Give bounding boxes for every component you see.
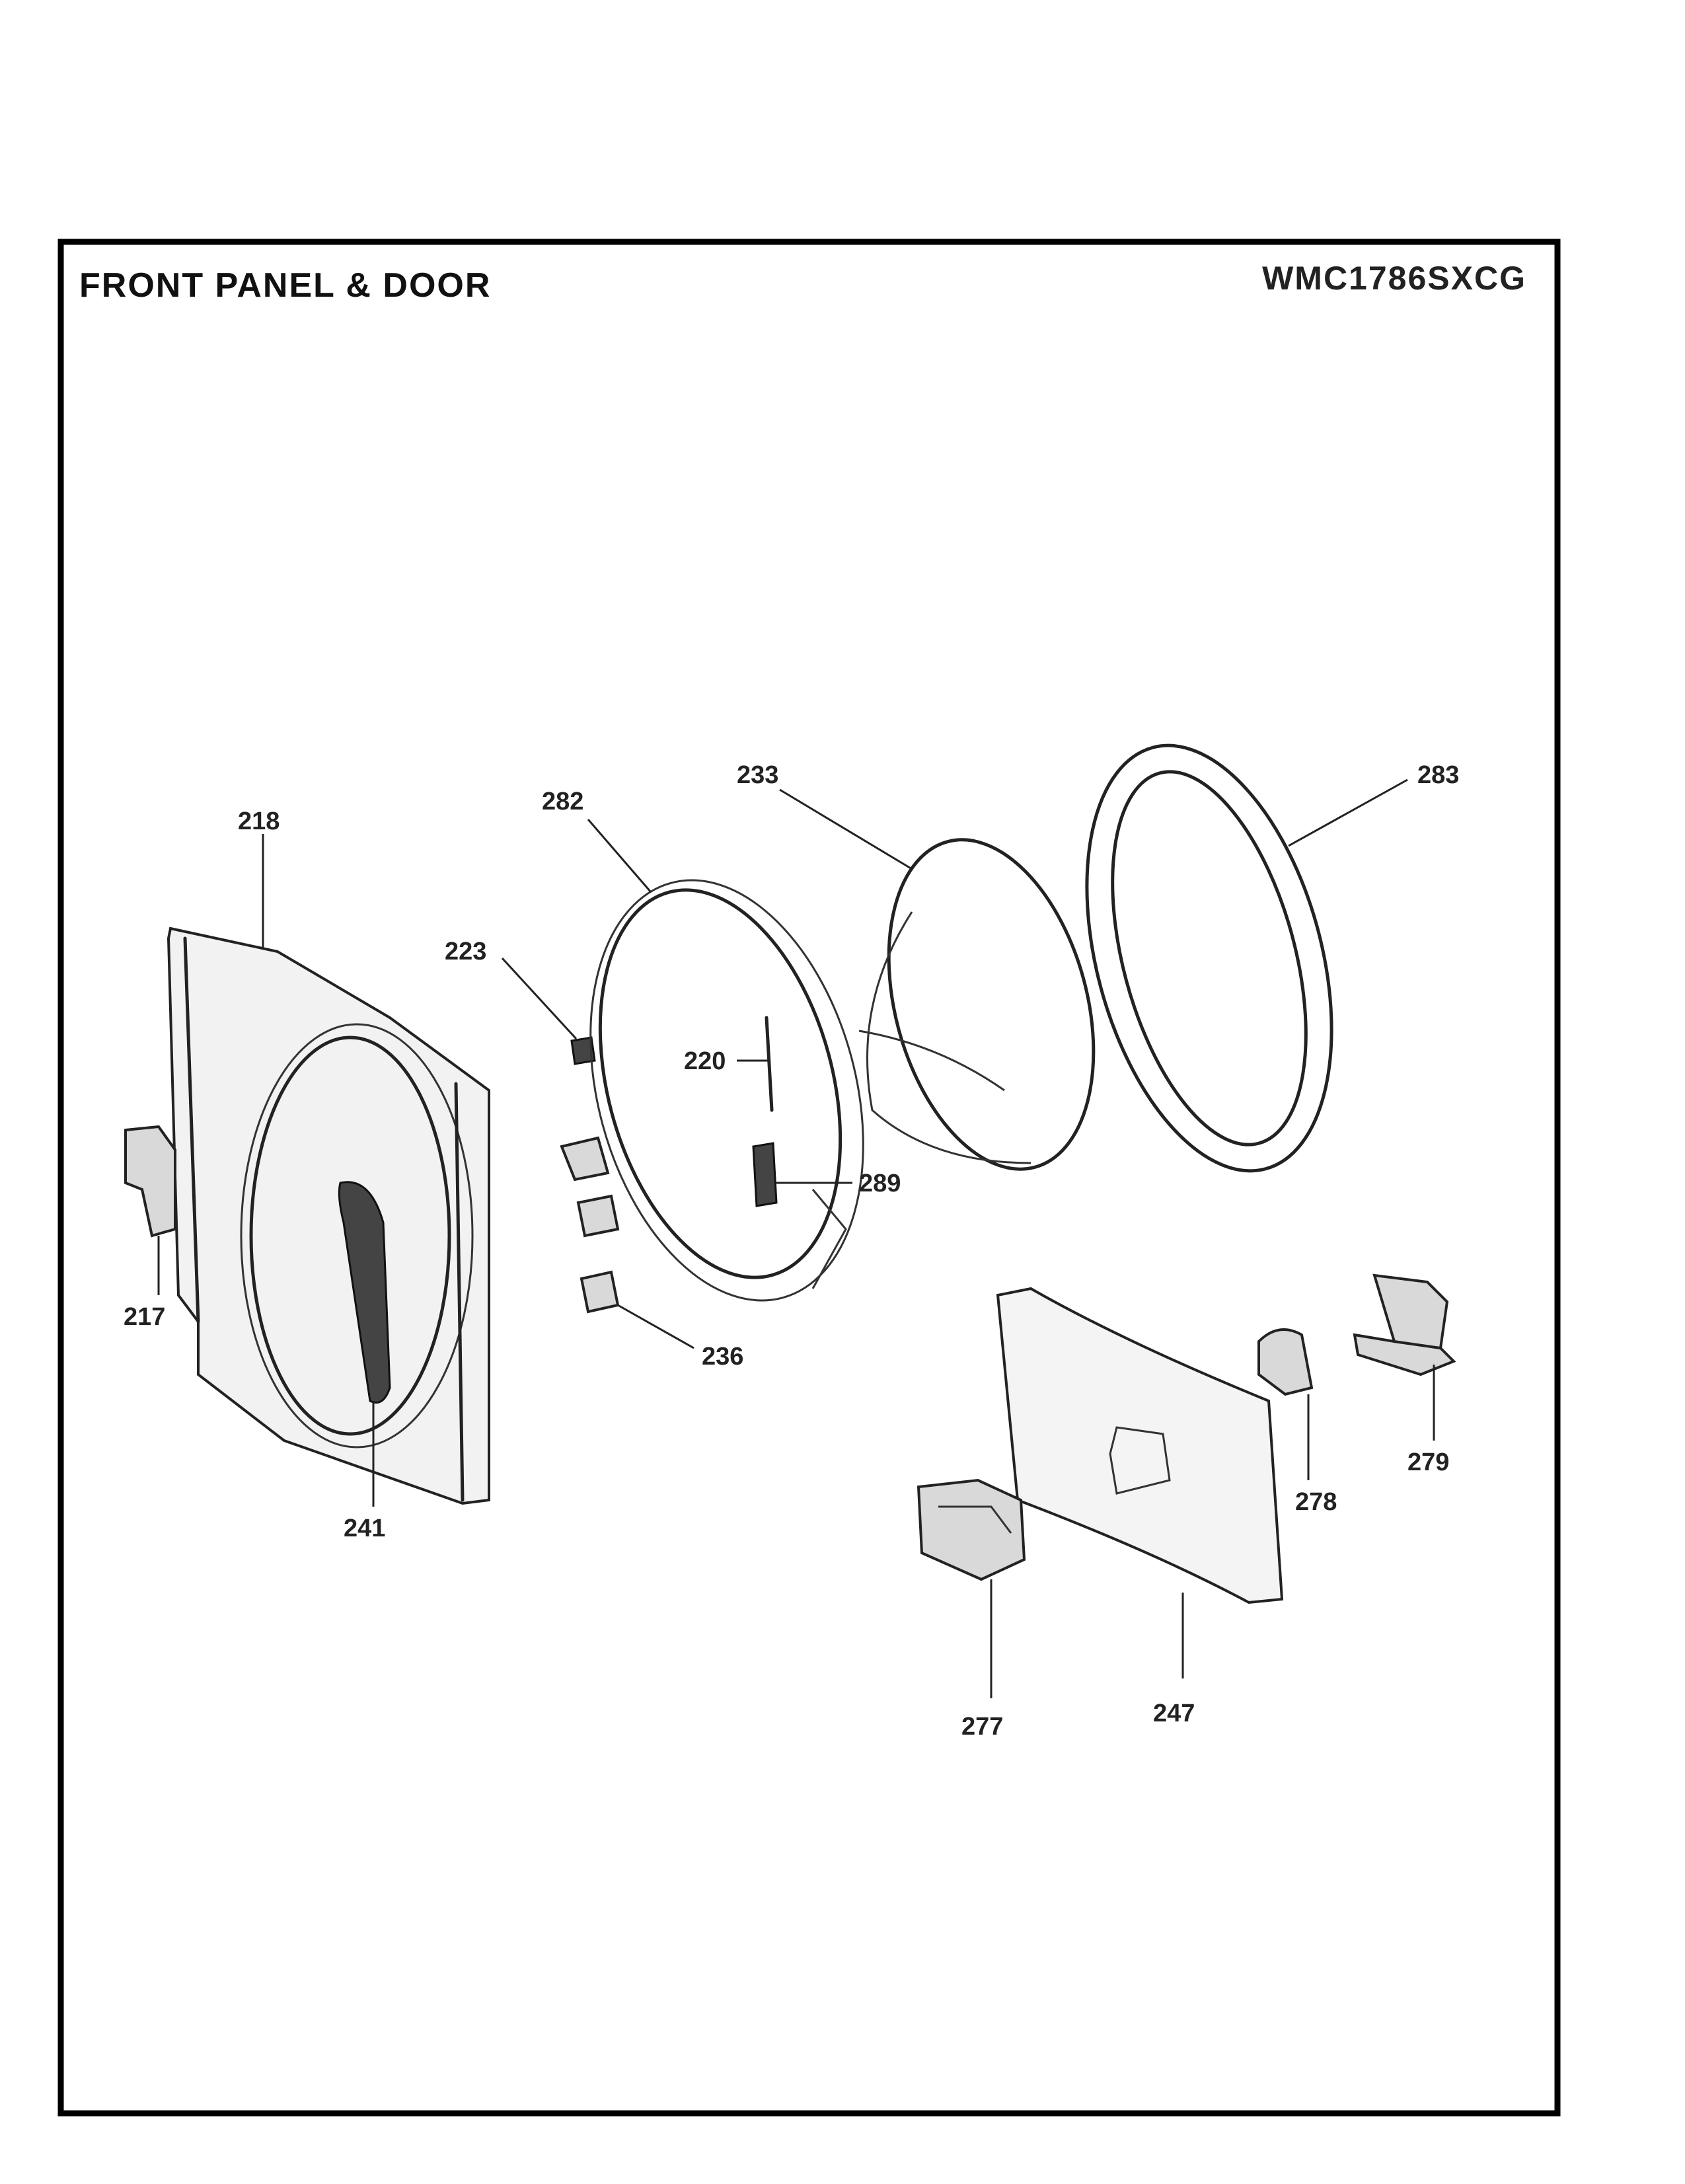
part-279-bracket [1353, 1273, 1456, 1376]
callout-241: 241 [344, 1515, 385, 1542]
callout-277: 277 [961, 1713, 1003, 1741]
leader-223 [501, 957, 578, 1040]
part-289-latch [752, 1142, 778, 1207]
callout-217: 217 [124, 1303, 165, 1331]
diagram-frame [57, 239, 1561, 2117]
part-247-kick-panel [996, 1287, 1284, 1604]
model-number: WMC1786SXCG [1262, 260, 1526, 297]
leader-282 [587, 819, 652, 893]
part-236-hinge-segments [560, 1136, 620, 1314]
callout-283: 283 [1417, 761, 1459, 789]
part-217-hinge [124, 1125, 176, 1238]
callout-220: 220 [684, 1047, 726, 1075]
part-282-inner-door-frame [589, 879, 864, 1302]
part-277-box [917, 1478, 1026, 1581]
callout-236: 236 [702, 1343, 743, 1371]
leader-283 [1288, 778, 1408, 847]
leader-236 [617, 1304, 694, 1349]
callout-282: 282 [542, 788, 583, 815]
part-220-pin [765, 1016, 774, 1112]
part-283-outer-door-frame [1085, 743, 1333, 1173]
part-241-handle [338, 1181, 391, 1404]
callout-218: 218 [238, 808, 280, 835]
callout-233: 233 [737, 761, 778, 789]
callout-289: 289 [859, 1170, 901, 1197]
part-278-cap [1257, 1328, 1314, 1396]
callout-279: 279 [1407, 1449, 1449, 1476]
part-233-door-glass [858, 838, 1096, 1171]
leader-233 [779, 788, 913, 870]
part-223-clip [570, 1036, 596, 1065]
page-title: FRONT PANEL & DOOR [79, 266, 492, 305]
callout-247: 247 [1153, 1700, 1195, 1727]
part-218-front-panel [167, 926, 490, 1505]
callout-278: 278 [1295, 1488, 1337, 1516]
callout-223: 223 [445, 938, 486, 965]
